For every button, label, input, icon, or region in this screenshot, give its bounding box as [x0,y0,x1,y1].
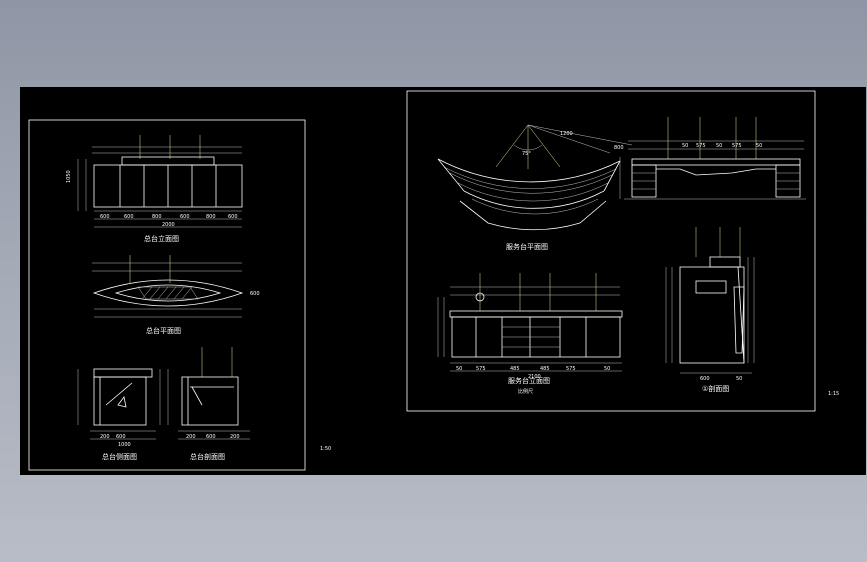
left-side1-total: 1000 [118,442,131,448]
right-top-dim-3: 50 [716,143,722,149]
left-sheet-border [28,119,306,471]
right-section-view [665,227,755,374]
left-plan-label: 总台平面图 [146,326,181,335]
right-front-dim-2: 575 [476,366,486,372]
left-side-label-1: 总台侧面图 [102,452,137,461]
right-section-label: ①剖面图 [702,384,729,393]
left-front-dim-3: 800 [152,214,162,220]
left-plan-view [92,255,244,318]
left-side-label-2: 总台剖面图 [190,452,225,461]
left-front-elevation [77,135,243,228]
right-scale: 1:15 [828,391,839,397]
left-front-dim-2: 600 [124,214,134,220]
right-arc-dim-1: 1200 [560,131,573,137]
right-section-dim-2: 50 [736,376,742,382]
cad-drawing: 600 600 800 600 800 600 2000 1050 总台立面图 … [28,90,839,471]
right-arc-angle: 75° [522,151,531,157]
left-side-view-1 [77,368,169,440]
right-front-dim-1: 50 [456,366,462,372]
left-front-total-dim: 2000 [162,222,175,228]
right-front-dim-6: 50 [604,366,610,372]
right-scale-note: 比例尺 [518,388,533,395]
left-front-height-1: 1050 [66,170,72,183]
left-front-dim-5: 800 [206,214,216,220]
right-top-dim-2: 575 [696,143,706,149]
right-section-dim-1: 600 [700,376,710,382]
right-plan-label: 服务台平面图 [506,242,548,251]
right-front-elevation [437,273,623,372]
right-top-dim-5: 50 [756,143,762,149]
right-front-dim-3: 485 [510,366,520,372]
left-side1-dim-2: 600 [116,434,126,440]
right-top-dim-1: 50 [682,143,688,149]
right-top-elevation [619,117,806,200]
left-front-dim-6: 600 [228,214,238,220]
left-scale: 1:50 [320,446,331,452]
left-plan-side-dim: 600 [250,291,260,297]
right-arc-dim-2: 800 [614,145,624,151]
left-side1-dim-1: 200 [100,434,110,440]
right-sheet-border [406,90,816,412]
right-front-label: 服务台立面图 [508,376,550,385]
left-front-label: 总台立面图 [144,234,179,243]
right-front-dim-4: 485 [540,366,550,372]
right-top-dim-4: 575 [732,143,742,149]
right-arc-plan [437,124,633,231]
right-front-total: 2100 [528,374,541,380]
left-side2-dim-2: 600 [206,434,216,440]
left-side2-dim-1: 200 [186,434,196,440]
left-front-dim-1: 600 [100,214,110,220]
right-front-dim-5: 575 [566,366,576,372]
cad-drawing-canvas[interactable]: 600 600 800 600 800 600 2000 1050 总台立面图 … [20,87,866,475]
left-front-dim-4: 600 [180,214,190,220]
left-side2-dim-3: 200 [230,434,240,440]
left-side-view-2 [178,347,250,440]
